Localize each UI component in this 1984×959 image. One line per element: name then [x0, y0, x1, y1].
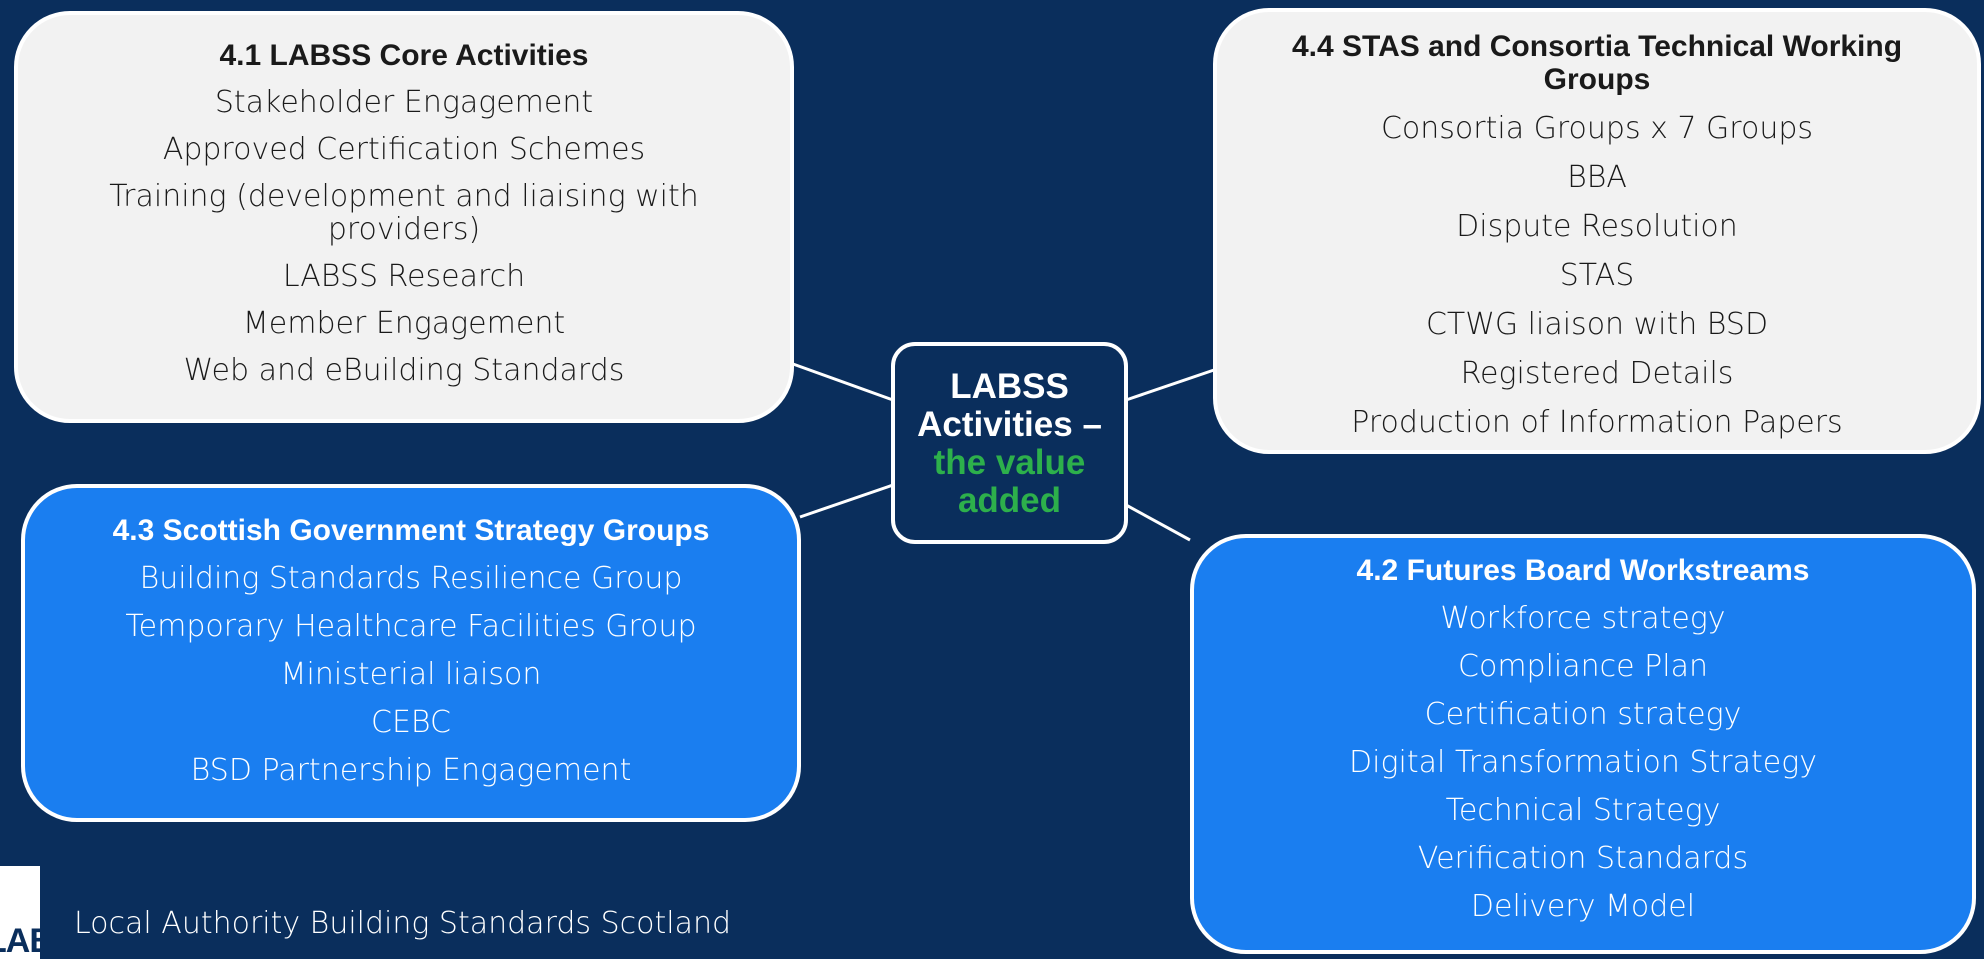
list-item: Dispute Resolution	[1456, 209, 1738, 244]
list-item: BBA	[1567, 160, 1627, 195]
list-item: Compliance Plan	[1458, 649, 1708, 684]
list-item: Web and eBuilding Standards	[183, 353, 625, 388]
list-item: CEBC	[371, 705, 451, 740]
list-item: Delivery Model	[1470, 889, 1696, 924]
connector-43	[799, 483, 894, 519]
list-item: Approved Certification Schemes	[162, 132, 646, 167]
center-label-line: LABSS	[950, 367, 1069, 406]
list-item: LABSS Research	[282, 259, 526, 294]
connector-42	[1125, 503, 1191, 542]
list-item: STAS	[1559, 258, 1635, 293]
list-item: Member Engagement	[242, 306, 566, 341]
list-item: Consortia Groups x 7 Groups	[1380, 111, 1814, 146]
list-item: Digital Transformation Strategy	[1349, 745, 1817, 780]
list-item: BSD Partnership Engagement	[190, 753, 632, 788]
list-item: CTWG liaison with BSD	[1425, 307, 1769, 342]
list-item: Stakeholder Engagement	[214, 85, 594, 120]
center-node: LABSS Activities – the value added	[891, 342, 1128, 544]
list-item: Certification strategy	[1424, 697, 1742, 732]
labss-logo: LABSS	[0, 866, 40, 959]
list-item: Building Standards Resilience Group	[139, 561, 683, 596]
box-scottish-government: 4.3 Scottish Government Strategy Groups …	[21, 484, 801, 822]
logo-text: LABSS	[0, 922, 40, 959]
box-stas-consortia: 4.4 STAS and Consortia Technical Working…	[1213, 8, 1981, 454]
box-title: 4.1 LABSS Core Activities	[219, 39, 589, 72]
list-item: Verification Standards	[1417, 841, 1749, 876]
connector-41	[792, 362, 894, 402]
box-futures-board: 4.2 Futures Board Workstreams Workforce …	[1190, 534, 1976, 954]
box-title: 4.2 Futures Board Workstreams	[1356, 554, 1810, 587]
box-title: 4.3 Scottish Government Strategy Groups	[112, 514, 710, 547]
list-item: Ministerial liaison	[280, 657, 542, 692]
footer-org-name: Local Authority Building Standards Scotl…	[74, 906, 732, 941]
list-item: Temporary Healthcare Facilities Group	[125, 609, 697, 644]
box-core-activities: 4.1 LABSS Core Activities Stakeholder En…	[14, 11, 794, 423]
center-highlight-line: added	[957, 481, 1062, 520]
list-item: Production of Information Papers	[1351, 405, 1843, 440]
list-item: Workforce strategy	[1440, 601, 1726, 636]
connector-44	[1125, 368, 1215, 402]
list-item: Registered Details	[1460, 356, 1734, 391]
center-highlight-line: the value	[933, 443, 1086, 482]
center-label-line: Activities –	[917, 405, 1102, 444]
list-item: Training (development and liaising with …	[109, 179, 699, 247]
list-item: Technical Strategy	[1445, 793, 1721, 828]
box-title: 4.4 STAS and Consortia Technical Working…	[1291, 30, 1903, 96]
